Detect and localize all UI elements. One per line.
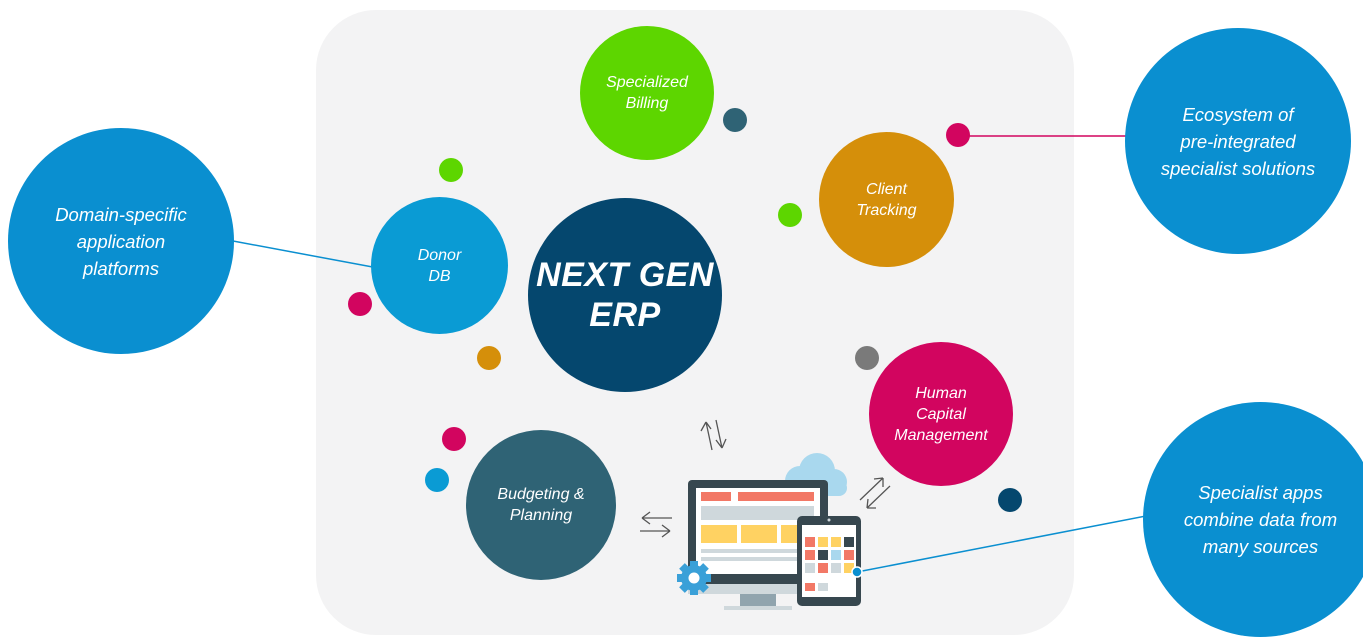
domain-specific-callout: Domain-specific application platforms [8, 128, 234, 354]
next-gen-erp-label: NEXT GEN ERP [536, 256, 714, 334]
dot-navy [998, 488, 1022, 512]
budgeting-planning-label: Budgeting & Planning [497, 486, 585, 524]
desktop-monitor-icon [688, 480, 828, 610]
ecosystem-callout: Ecosystem of pre-integrated specialist s… [1125, 28, 1351, 254]
domain-specific-callout-label: Domain-specific application platforms [55, 203, 187, 279]
dot-green-left [439, 158, 463, 182]
budgeting-planning-bubble: Budgeting & Planning [466, 430, 616, 580]
donor-db-bubble: Donor DB [371, 197, 508, 334]
next-gen-erp-bubble: NEXT GEN ERP [528, 198, 722, 392]
dot-orange [477, 346, 501, 370]
human-capital-management-bubble: Human Capital Management [869, 342, 1013, 486]
connector-bottom-right [856, 515, 1147, 573]
specialized-billing-bubble: Specialized Billing [580, 26, 714, 160]
gear-icon [677, 561, 711, 595]
donor-db-label: Donor DB [417, 246, 462, 285]
specialist-apps-callout: Specialist apps combine data from many s… [1143, 402, 1363, 637]
dot-magenta-top-right [946, 123, 970, 147]
dot-blue [425, 468, 449, 492]
dot-slate [723, 108, 747, 132]
exchange-arrows-icon [640, 419, 891, 538]
connector-left [232, 240, 379, 269]
client-tracking-label: Client Tracking [856, 180, 917, 219]
dot-green-right [778, 203, 802, 227]
specialist-apps-callout-label: Specialist apps combine data from many s… [1183, 482, 1338, 557]
dot-gray [855, 346, 879, 370]
tablet-icon [797, 516, 863, 606]
dot-magenta-left [348, 292, 372, 316]
client-tracking-bubble: Client Tracking [819, 132, 954, 267]
dot-magenta-bottom [442, 427, 466, 451]
specialized-billing-label: Specialized Billing [606, 74, 688, 112]
ecosystem-callout-label: Ecosystem of pre-integrated specialist s… [1160, 103, 1316, 179]
human-capital-management-label: Human Capital Management [894, 384, 988, 444]
